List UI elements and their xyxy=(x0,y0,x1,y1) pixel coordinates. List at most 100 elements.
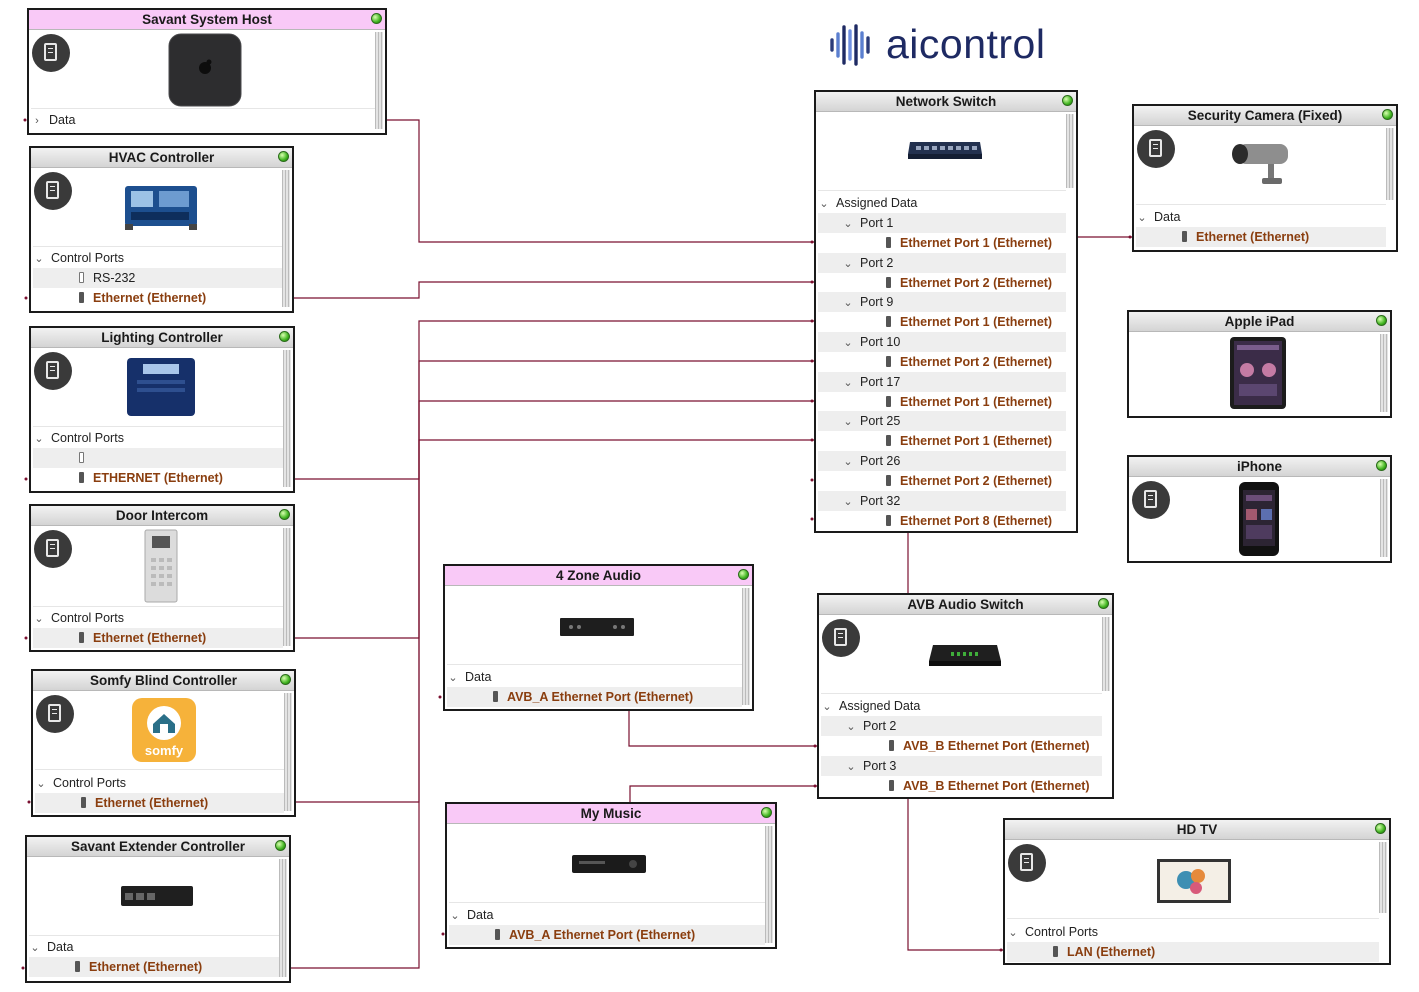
control-ports-label: Control Ports xyxy=(51,611,124,625)
port-label[interactable]: AVB_A Ethernet Port (Ethernet) xyxy=(507,690,694,704)
data-label: Data xyxy=(47,940,74,954)
avb-audio-switch-node[interactable]: AVB Audio Switch ⌄Assigned Data ⌄Port 2 … xyxy=(817,593,1114,799)
port-group-label[interactable]: Port 32 xyxy=(860,494,901,508)
ethernet-port-icon xyxy=(886,435,891,446)
hvac-controller-node[interactable]: HVAC Controller ⌄Control Ports RS-232 Et… xyxy=(29,146,294,313)
scrollbar[interactable] xyxy=(1102,617,1110,691)
port-label[interactable]: AVB_A Ethernet Port (Ethernet) xyxy=(509,928,696,942)
control-ports-label: Control Ports xyxy=(51,431,124,445)
port-label[interactable]: Ethernet (Ethernet) xyxy=(93,631,207,645)
port-label[interactable]: Ethernet Port 1 (Ethernet) xyxy=(900,395,1053,409)
node-title: 4 Zone Audio xyxy=(556,568,641,583)
notes-icon[interactable] xyxy=(34,352,72,390)
savant-extender-controller-node[interactable]: Savant Extender Controller ⌄Data Etherne… xyxy=(25,835,291,983)
scrollbar[interactable] xyxy=(279,859,287,977)
network-switch-node[interactable]: Network Switch ⌄Assigned Data ⌄Port 1 Et… xyxy=(814,90,1078,533)
port-group-label[interactable]: Port 1 xyxy=(860,216,894,230)
scrollbar[interactable] xyxy=(282,170,290,307)
port-label[interactable]: Ethernet (Ethernet) xyxy=(95,796,209,810)
node-title: HVAC Controller xyxy=(108,150,215,165)
scrollbar[interactable] xyxy=(742,588,750,705)
scrollbar[interactable] xyxy=(283,350,291,487)
music-server-icon xyxy=(572,855,646,873)
port-label[interactable]: LAN (Ethernet) xyxy=(1067,945,1156,959)
port-label[interactable]: Ethernet (Ethernet) xyxy=(1196,230,1310,244)
port-group-label[interactable]: Port 10 xyxy=(860,335,901,349)
network-switch-icon xyxy=(908,142,982,159)
notes-icon[interactable] xyxy=(1137,130,1175,168)
port-label[interactable]: Ethernet Port 1 (Ethernet) xyxy=(900,236,1053,250)
ethernet-port-icon xyxy=(886,356,891,367)
serial-port-icon xyxy=(79,452,84,463)
ethernet-port-icon xyxy=(886,277,891,288)
ethernet-port-icon xyxy=(886,237,891,248)
aicontrol-logo: aicontrol xyxy=(828,20,1088,70)
notes-icon[interactable] xyxy=(34,172,72,210)
ethernet-port-icon xyxy=(75,961,80,972)
node-title: Security Camera (Fixed) xyxy=(1187,108,1343,123)
port-group-label[interactable]: Port 9 xyxy=(860,295,894,309)
port-group-label[interactable]: Port 26 xyxy=(860,454,901,468)
scrollbar[interactable] xyxy=(765,826,773,943)
scrollbar[interactable] xyxy=(1380,479,1388,557)
notes-icon[interactable] xyxy=(34,530,72,568)
port-label[interactable]: Ethernet Port 8 (Ethernet) xyxy=(900,514,1053,528)
status-led-icon xyxy=(1098,598,1109,609)
port-label[interactable]: Ethernet Port 2 (Ethernet) xyxy=(900,474,1053,488)
ethernet-port-icon xyxy=(79,472,84,483)
port-group-label[interactable]: Port 2 xyxy=(860,256,894,270)
wire-mymusic-to-avb xyxy=(629,785,818,802)
my-music-node[interactable]: My Music ⌄Data AVB_A Ethernet Port (Ethe… xyxy=(445,802,777,949)
port-group-label[interactable]: Port 17 xyxy=(860,375,901,389)
node-title: Savant Extender Controller xyxy=(70,839,246,854)
security-camera-icon xyxy=(1232,144,1288,184)
ethernet-port-icon xyxy=(495,929,500,940)
iphone-node[interactable]: iPhone xyxy=(1127,455,1392,563)
control-ports-label: Control Ports xyxy=(1025,925,1098,939)
notes-icon[interactable] xyxy=(36,695,74,733)
extender-controller-icon xyxy=(121,886,193,906)
port-label[interactable]: Ethernet (Ethernet) xyxy=(93,291,207,305)
security-camera-node[interactable]: Security Camera (Fixed) ⌄Data Ethernet (… xyxy=(1132,104,1398,252)
port-label[interactable]: AVB_B Ethernet Port (Ethernet) xyxy=(903,739,1090,753)
scrollbar[interactable] xyxy=(284,693,292,811)
port-label[interactable]: Ethernet Port 1 (Ethernet) xyxy=(900,315,1053,329)
scrollbar[interactable] xyxy=(1386,128,1394,200)
status-led-icon xyxy=(738,569,749,580)
port-label[interactable]: AVB_B Ethernet Port (Ethernet) xyxy=(903,779,1090,793)
port-group-label[interactable]: Port 25 xyxy=(860,414,901,428)
port-group-label[interactable]: Port 3 xyxy=(863,759,897,773)
apple-ipad-node[interactable]: Apple iPad xyxy=(1127,310,1392,418)
port-label[interactable]: Ethernet (Ethernet) xyxy=(89,960,203,974)
notes-icon[interactable] xyxy=(1132,481,1170,519)
notes-icon[interactable] xyxy=(1008,844,1046,882)
hd-tv-node[interactable]: HD TV ⌄Control Ports LAN (Ethernet) xyxy=(1003,818,1391,965)
scrollbar[interactable] xyxy=(1379,842,1387,913)
scrollbar[interactable] xyxy=(1380,334,1388,412)
ethernet-port-icon xyxy=(886,475,891,486)
notes-icon[interactable] xyxy=(32,34,70,72)
lighting-controller-node[interactable]: Lighting Controller ⌄Control Ports ETHER… xyxy=(29,326,295,493)
scrollbar[interactable] xyxy=(1066,114,1074,188)
notes-icon[interactable] xyxy=(822,619,860,657)
node-title: AVB Audio Switch xyxy=(907,597,1024,612)
door-intercom-node[interactable]: Door Intercom ⌄Control Ports Ethernet (E… xyxy=(29,504,295,652)
door-intercom-icon xyxy=(144,529,178,603)
port-label[interactable]: Ethernet Port 2 (Ethernet) xyxy=(900,355,1053,369)
status-led-icon xyxy=(1382,109,1393,120)
scrollbar[interactable] xyxy=(375,32,383,129)
4-zone-audio-node[interactable]: 4 Zone Audio ⌄Data AVB_A Ethernet Port (… xyxy=(443,564,754,711)
savant-system-host-node[interactable]: Savant System Host ›Data xyxy=(27,8,387,135)
status-led-icon xyxy=(1376,315,1387,326)
port-label[interactable]: ETHERNET (Ethernet) xyxy=(93,471,223,485)
somfy-blind-controller-node[interactable]: Somfy Blind Controller somfy ⌄Control Po… xyxy=(31,669,296,817)
port-label[interactable]: Ethernet Port 2 (Ethernet) xyxy=(900,276,1053,290)
node-title: Network Switch xyxy=(895,94,997,109)
wire-host-to-port1 xyxy=(386,119,815,243)
port-group-label[interactable]: Port 2 xyxy=(863,719,897,733)
node-title: HD TV xyxy=(1176,822,1218,837)
scrollbar[interactable] xyxy=(283,528,291,646)
tv-icon xyxy=(1157,859,1231,903)
port-label[interactable]: Ethernet Port 1 (Ethernet) xyxy=(900,434,1053,448)
